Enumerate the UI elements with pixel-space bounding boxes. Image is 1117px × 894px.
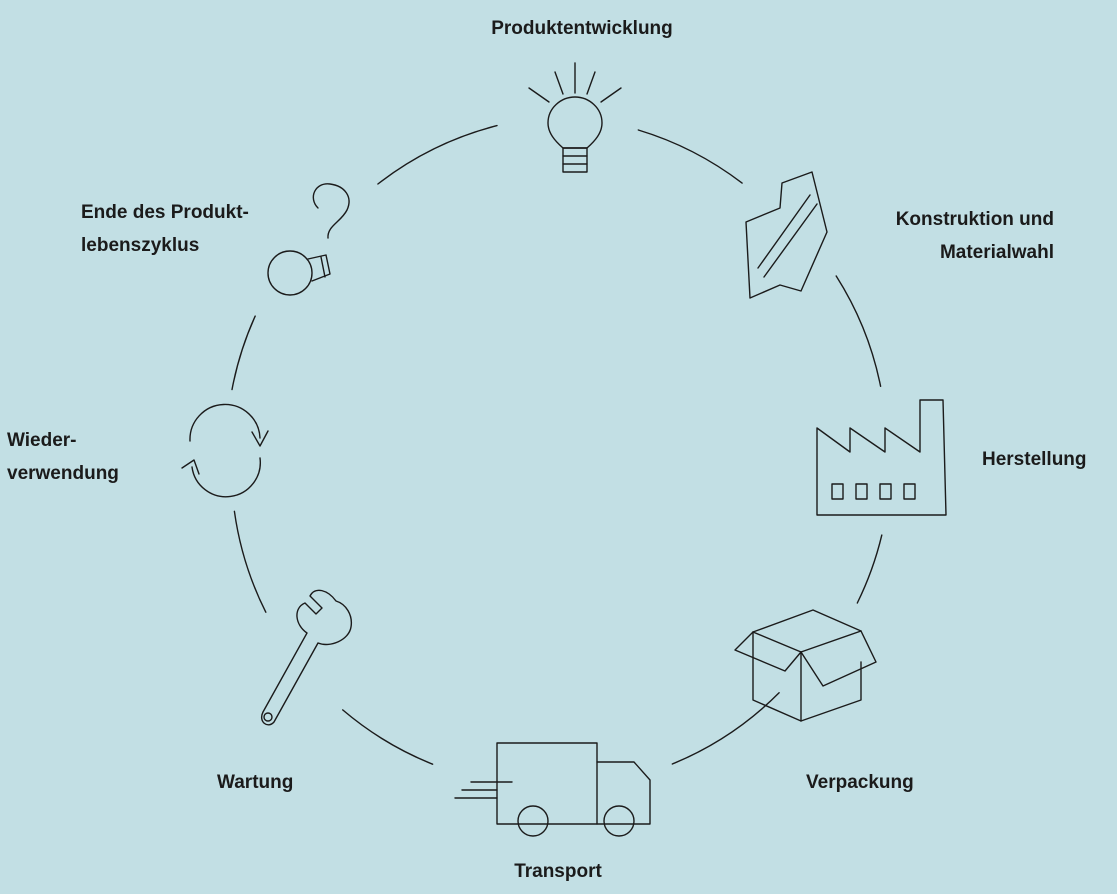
label-line: Herstellung bbox=[982, 449, 1087, 470]
stage-label-konstruktion: Konstruktion und Materialwahl bbox=[780, 203, 1054, 269]
stage-label-verpackung: Verpackung bbox=[806, 766, 914, 799]
stage-label-herstellung: Herstellung bbox=[982, 443, 1087, 476]
label-line: Konstruktion und bbox=[895, 209, 1054, 230]
label-line: Verpackung bbox=[806, 772, 914, 793]
stage-label-transport: Transport bbox=[458, 855, 658, 888]
stage-label-wartung: Wartung bbox=[217, 766, 293, 799]
broken-lightbulb-icon bbox=[267, 183, 350, 296]
label-line: Transport bbox=[514, 861, 602, 882]
material-sheet-icon bbox=[745, 171, 828, 299]
wrench-icon bbox=[261, 589, 353, 726]
stage-label-wiederverwendung: Wieder- verwendung bbox=[7, 424, 119, 490]
label-line: verwendung bbox=[7, 463, 119, 484]
recycle-arrows-icon bbox=[181, 403, 269, 498]
label-line: Wartung bbox=[217, 772, 294, 793]
label-line: Materialwahl bbox=[939, 242, 1054, 263]
truck-icon bbox=[454, 742, 651, 837]
stage-label-ende: Ende des Produkt- lebenszyklus bbox=[81, 196, 249, 262]
box-icon bbox=[734, 609, 877, 722]
label-line: Wieder- bbox=[7, 430, 77, 451]
factory-icon bbox=[816, 399, 947, 516]
cycle-arcs bbox=[231, 124, 883, 765]
label-line: Produktentwicklung bbox=[491, 18, 673, 39]
stage-label-produktentwicklung: Produktentwicklung bbox=[442, 12, 722, 45]
label-line: Ende des Produkt- bbox=[81, 202, 249, 223]
label-line: lebenszyklus bbox=[81, 235, 200, 256]
lightbulb-icon bbox=[528, 62, 622, 173]
